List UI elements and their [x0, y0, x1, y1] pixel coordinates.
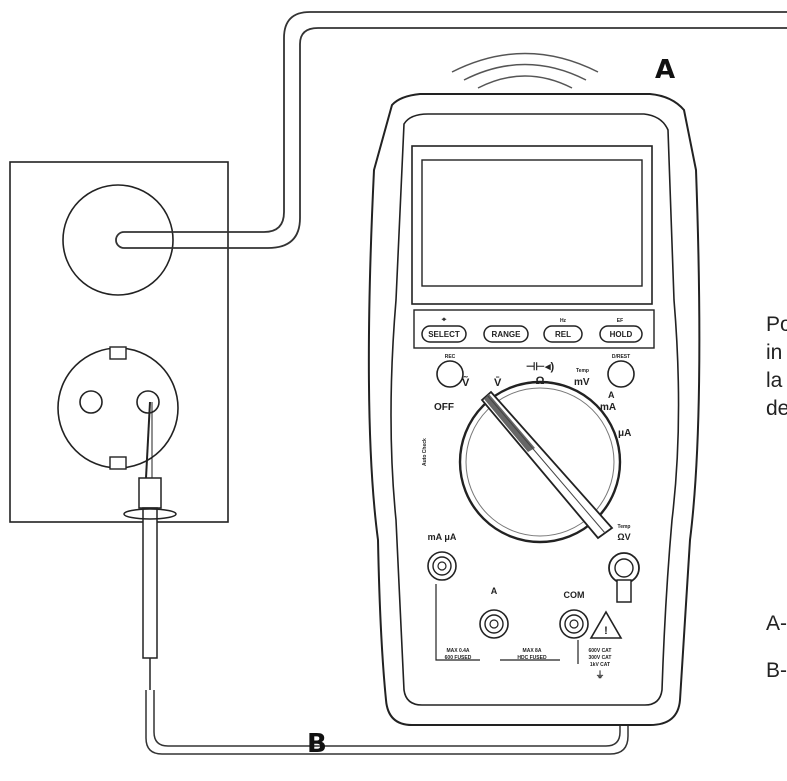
upper-socket	[62, 184, 174, 296]
jack-ma-ua[interactable]: mA μA	[427, 532, 457, 581]
range-button[interactable]: RANGE	[483, 325, 529, 343]
dial-label-v-ac: Ṽ	[462, 376, 470, 389]
dwest-button[interactable]: D/REST	[607, 354, 635, 388]
hold-caption: EF	[617, 318, 623, 324]
svg-text:HOLD: HOLD	[610, 330, 633, 339]
svg-text:A: A	[491, 586, 498, 596]
dial-label-a: A	[608, 390, 615, 400]
svg-text:!: !	[604, 625, 608, 637]
select-caption-icon: ⌖	[441, 315, 447, 324]
side-line-1: Po	[766, 313, 787, 336]
rotary-dial[interactable]	[458, 380, 622, 544]
lower-socket	[57, 346, 179, 470]
svg-text:RANGE: RANGE	[492, 330, 522, 339]
svg-text:ΩV: ΩV	[617, 532, 630, 542]
probe-plug	[616, 579, 632, 603]
test-probe-b	[123, 401, 177, 690]
svg-text:mA μA: mA μA	[428, 532, 457, 542]
continuity-icon: ⊣⊢◂)	[526, 360, 555, 373]
warning-icon: !	[589, 610, 623, 639]
side-note-a: A-	[766, 612, 787, 635]
dial-label-mv: mV	[574, 377, 590, 388]
side-line-2: in	[766, 341, 783, 364]
jack-com[interactable]: COM	[559, 590, 589, 639]
dial-label-off: OFF	[434, 402, 454, 413]
cat-note-3: 1kV CAT	[590, 662, 610, 668]
fuse-note-a-2: HDC FUSED	[517, 655, 547, 661]
dial-label-temp: Temp	[576, 368, 589, 374]
dial-label-ohm: Ω	[536, 375, 545, 387]
cat-note-2: 300V CAT	[589, 655, 612, 661]
ground-icon: ⏚	[595, 670, 604, 680]
side-line-3: la	[766, 369, 783, 392]
socket-hole-left	[79, 390, 103, 414]
side-line-4: de	[766, 397, 787, 420]
fuse-bracket	[435, 584, 579, 664]
rel-caption: Hz	[560, 318, 567, 324]
hold-button[interactable]: HOLD	[599, 325, 643, 343]
svg-text:COM: COM	[564, 590, 585, 600]
svg-text:Temp: Temp	[618, 524, 631, 530]
dial-labels: OFF Ṽ V̄ Ω ⊣⊢◂) Temp mV A mA μA Auto Che…	[422, 360, 631, 466]
cable-a	[115, 11, 787, 249]
svg-text:REC: REC	[445, 354, 456, 360]
lcd-screen	[421, 159, 643, 287]
rec-button[interactable]: REC	[436, 354, 464, 388]
dial-label-ua: μA	[618, 428, 631, 439]
fuse-note-ma-1: MAX 0.4A	[446, 648, 469, 654]
side-note-b: B-	[766, 659, 787, 682]
svg-text:D/REST: D/REST	[612, 354, 630, 360]
cat-note-1: 600V CAT	[589, 648, 612, 654]
signal-waves	[451, 52, 599, 89]
fuse-note-ma-2: 600 FUSED	[445, 655, 472, 661]
jack-a[interactable]: A	[479, 586, 509, 639]
select-button[interactable]: SELECT	[421, 325, 467, 343]
dial-label-auto-check: Auto Check	[422, 438, 428, 466]
label-b: B	[307, 729, 327, 759]
multimeter: ⌖ Hz EF SELECT RANGE REL HOLD REC D/REST	[367, 93, 701, 726]
button-caption-row: ⌖ Hz EF	[441, 315, 623, 324]
probe-lead-wire	[145, 600, 629, 755]
label-a: A	[655, 55, 675, 85]
side-paragraph: Po in la de	[766, 311, 787, 423]
dial-label-v-dc: V̄	[494, 377, 502, 389]
dial-label-ma: mA	[600, 402, 616, 413]
socket-hole-right	[136, 390, 160, 414]
svg-text:SELECT: SELECT	[428, 330, 460, 339]
fuse-note-a-1: MAX 8A	[523, 648, 542, 654]
rel-button[interactable]: REL	[543, 325, 583, 343]
svg-text:REL: REL	[555, 330, 571, 339]
